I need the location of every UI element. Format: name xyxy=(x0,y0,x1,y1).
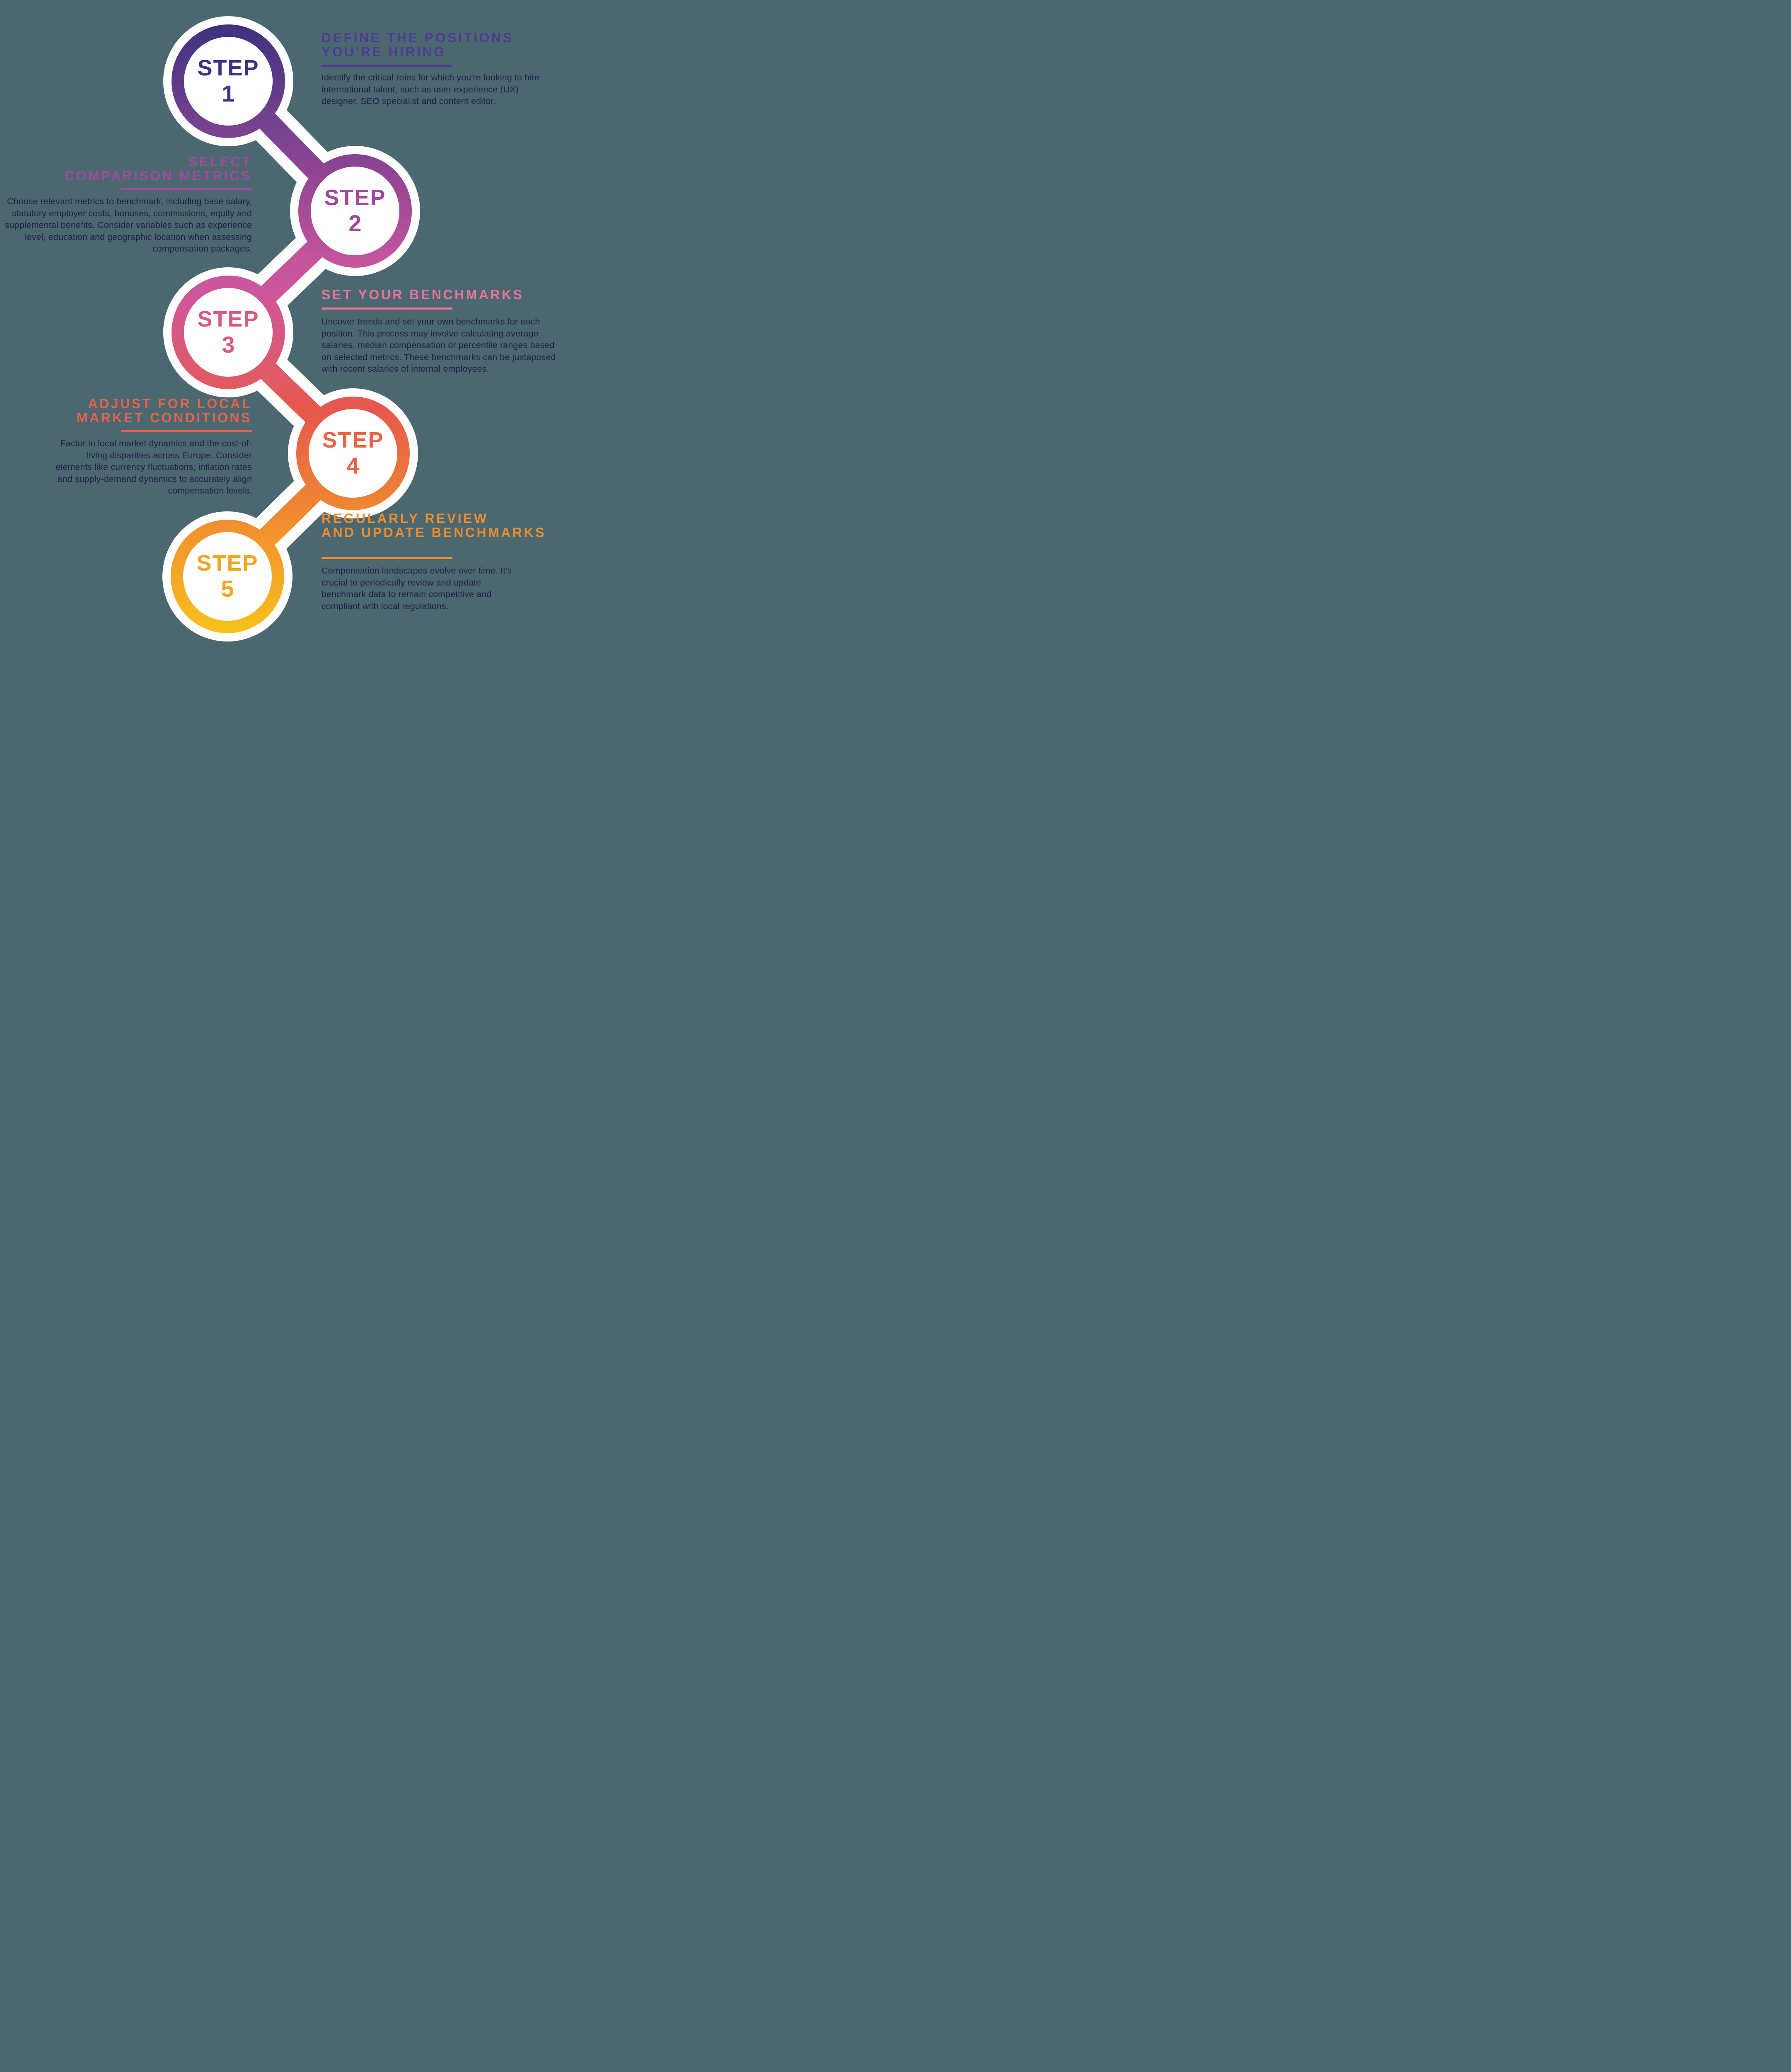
step-3-heading: SET YOUR BENCHMARKS xyxy=(321,288,562,302)
step-5-description: Compensation landscapes evolve over time… xyxy=(321,566,512,611)
step-2-text-block: SELECT COMPARISON METRICS Choose relevan… xyxy=(3,155,252,255)
step-4-heading-line1: ADJUST FOR LOCAL xyxy=(88,396,252,411)
step-1-heading-line2: YOU'RE HIRING xyxy=(321,44,446,59)
step-2-description: Choose relevant metrics to benchmark, in… xyxy=(5,196,252,254)
step-3-underline xyxy=(321,307,452,310)
step-1-description: Identify the critical roles for which yo… xyxy=(321,73,540,107)
step-4-underline xyxy=(121,430,252,432)
step-1-heading: DEFINE THE POSITIONS YOU'RE HIRING xyxy=(321,31,553,59)
step-chain-graphic xyxy=(162,16,420,641)
step-3-description: Uncover trends and set your own benchmar… xyxy=(321,317,556,374)
step-4-heading: ADJUST FOR LOCAL MARKET CONDITIONS xyxy=(3,397,252,425)
step-5-heading-line2: AND UPDATE BENCHMARKS xyxy=(321,525,546,540)
step-3-circle xyxy=(172,276,285,389)
step-1-heading-line1: DEFINE THE POSITIONS xyxy=(321,30,514,45)
step-2-underline xyxy=(121,188,252,190)
step-2-heading-line1: SELECT xyxy=(188,154,252,169)
step-5-circle xyxy=(171,520,284,633)
infographic-page: { "page": { "background_color": "#4B6870… xyxy=(0,0,564,654)
step-5-text-block: REGULARLY REVIEW AND UPDATE BENCHMARKS C… xyxy=(321,511,562,612)
step-3-text-block: SET YOUR BENCHMARKS Uncover trends and s… xyxy=(321,288,562,375)
step-1-text-block: DEFINE THE POSITIONS YOU'RE HIRING Ident… xyxy=(321,31,553,107)
step-4-text-block: ADJUST FOR LOCAL MARKET CONDITIONS Facto… xyxy=(3,397,252,497)
step-2-heading: SELECT COMPARISON METRICS xyxy=(3,155,252,183)
step-rings xyxy=(171,24,412,633)
step-5-underline xyxy=(321,557,452,559)
step-4-description: Factor in local market dynamics and the … xyxy=(56,438,252,496)
step-4-heading-line2: MARKET CONDITIONS xyxy=(76,410,252,425)
step-2-heading-line2: COMPARISON METRICS xyxy=(65,168,252,183)
step-3-heading-line1: SET YOUR BENCHMARKS xyxy=(321,287,524,302)
step-5-heading: REGULARLY REVIEW AND UPDATE BENCHMARKS xyxy=(321,511,562,540)
step-1-circle xyxy=(172,24,285,138)
step-1-underline xyxy=(321,65,452,67)
step-5-heading-line1: REGULARLY REVIEW xyxy=(321,511,488,526)
step-2-circle xyxy=(298,154,412,268)
step-4-circle xyxy=(296,397,410,510)
